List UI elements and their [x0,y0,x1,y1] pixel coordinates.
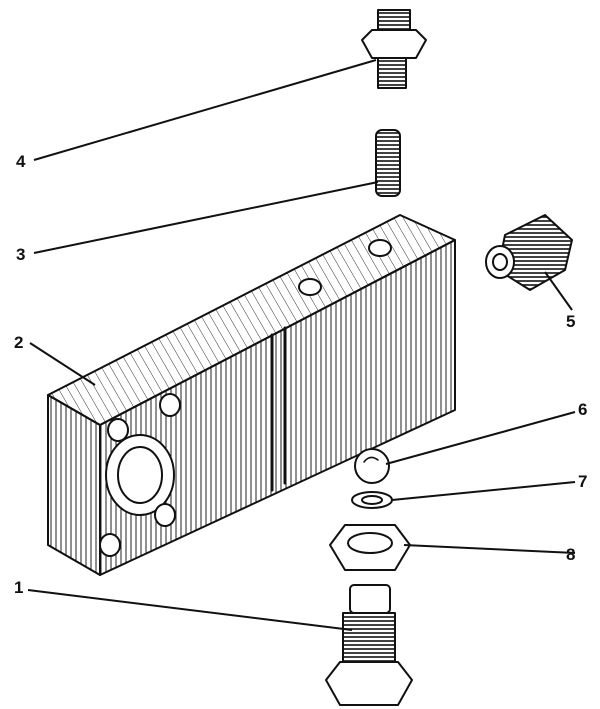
top-fitting [361,9,427,89]
callout-label-4: 4 [16,152,26,171]
check-ball [354,448,390,484]
callout-label-6: 6 [578,400,587,419]
callout-label-3: 3 [16,245,25,264]
leader-line-2 [29,342,96,386]
valve-body-block [47,214,456,576]
top-port-hole [298,278,322,296]
leader-line-8 [403,544,576,554]
leader-line-6 [385,411,576,465]
leader-line-5 [544,271,573,311]
callout-label-8: 8 [566,545,575,564]
callout-label-7: 7 [578,472,587,491]
leader-line-1 [27,589,353,631]
callout-label-1: 1 [14,578,23,597]
spring [375,129,401,197]
callout-label-5: 5 [566,312,575,331]
leader-line-3 [33,181,379,254]
side-fitting [485,214,573,291]
leader-lines [27,59,576,631]
callout-label-2: 2 [14,333,23,352]
washer [351,491,393,509]
top-port-hole [368,239,392,257]
callout-labels: 4 3 2 5 6 7 8 1 [14,152,587,597]
flange-port [99,393,181,557]
leader-line-7 [391,481,576,501]
bottom-plug [325,584,413,706]
leader-line-4 [33,59,377,161]
hex-nut [329,524,411,571]
